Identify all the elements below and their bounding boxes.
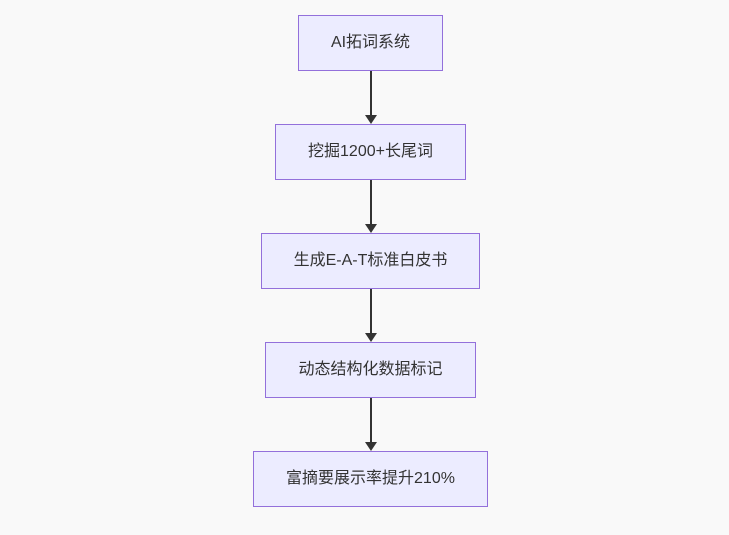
arrow-down-icon	[364, 442, 377, 451]
node-label: 动态结构化数据标记	[298, 361, 443, 378]
flowchart-node-longtail-mining: 挖掘1200+长尾词	[275, 124, 466, 180]
node-label: 挖掘1200+长尾词	[308, 143, 433, 160]
flow-edge-1	[364, 71, 378, 124]
node-label: AI拓词系统	[330, 34, 411, 51]
flow-edge-4	[364, 398, 378, 451]
arrow-line	[369, 180, 372, 226]
flowchart-node-eat-whitepaper: 生成E-A-T标准白皮书	[260, 233, 481, 289]
node-label: 富摘要展示率提升210%	[286, 470, 455, 487]
arrow-down-icon	[364, 115, 377, 124]
flowchart-canvas: AI拓词系统 挖掘1200+长尾词 生成E-A-T标准白皮书 动态结构化数据标记…	[6, 0, 729, 535]
flowchart-node-rich-snippet-result: 富摘要展示率提升210%	[253, 451, 488, 507]
arrow-line	[369, 289, 372, 335]
flow-edge-2	[364, 180, 378, 233]
node-label: 生成E-A-T标准白皮书	[293, 252, 448, 269]
flowchart-node-ai-keyword-system: AI拓词系统	[297, 15, 444, 71]
flowchart-node-structured-data-markup: 动态结构化数据标记	[265, 342, 476, 398]
arrow-line	[369, 71, 372, 117]
arrow-down-icon	[364, 224, 377, 233]
flow-edge-3	[364, 289, 378, 342]
arrow-down-icon	[364, 333, 377, 342]
arrow-line	[369, 398, 372, 444]
